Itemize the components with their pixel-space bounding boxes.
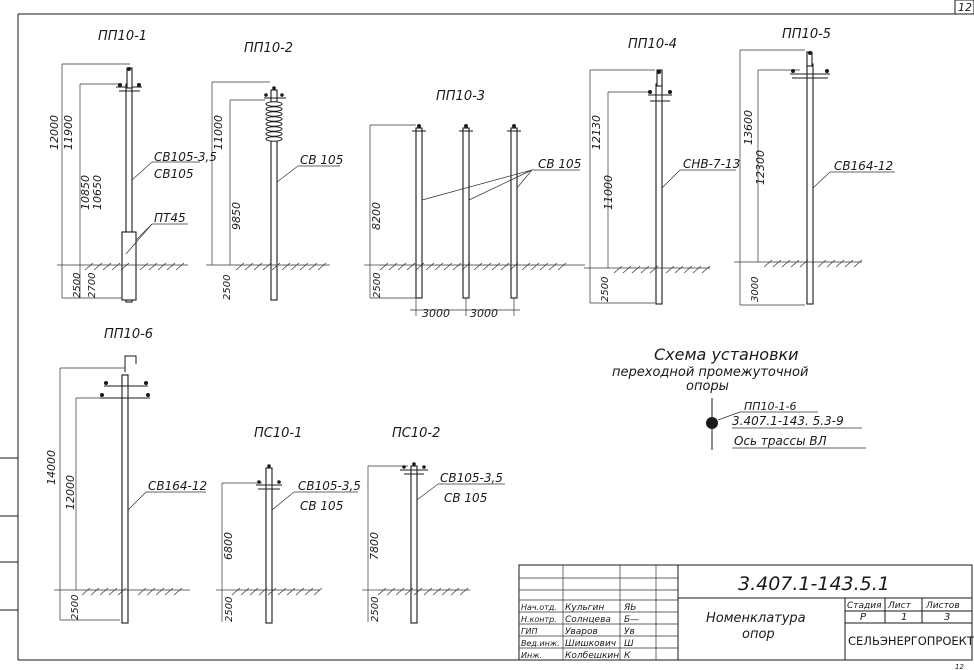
sign-role-4: Вед.инж. (521, 639, 560, 648)
support-pp10-1: ПП10-1 12000 11900 10850 10650 2500 2700… (48, 29, 217, 303)
pp10-6-dim-mid: 12000 (64, 475, 77, 510)
sheet-header: Лист (887, 601, 912, 611)
pp10-3-title: ПП10-3 (436, 89, 485, 104)
pp10-5-label: СВ164-12 (834, 159, 893, 173)
sign-mark-3: Ув (624, 627, 635, 637)
pp10-1-dim-bottom-a: 2500 (72, 273, 83, 298)
pp10-2-insulator-string (265, 101, 283, 142)
organization-name: СЕЛЬЭНЕРГОПРОЕКТ (848, 634, 974, 648)
pp10-1-label-3: ПТ45 (154, 211, 186, 225)
sheets-header: Листов (925, 601, 960, 611)
pp10-3-span-1: 3000 (422, 307, 450, 320)
sign-role-2: Н.контр. (521, 615, 557, 624)
sheet-value: 1 (901, 612, 907, 623)
pp10-4-title: ПП10-4 (628, 37, 677, 52)
ps10-1-dim-top: 6800 (222, 532, 235, 560)
ps10-2-label-1: СВ105-3,5 (440, 471, 503, 485)
pp10-5-dim-bottom: 3000 (750, 277, 761, 302)
scheme-label-2: 3.407.1-143. 5.3-9 (732, 414, 844, 428)
pp10-6-title: ПП10-6 (104, 327, 153, 342)
pp10-6-dim-bottom: 2500 (70, 595, 81, 620)
sign-name-5: Колбешкин (565, 651, 619, 661)
sign-role-1: Нач.отд. (521, 603, 557, 612)
document-code: 3.407.1-143.5.1 (738, 573, 890, 595)
support-ps10-2: ПС10-2 7800 2500 СВ105-3,5 СВ 105 (362, 426, 505, 624)
title-block: Нач.отд. Кульгин ЯЬ Н.контр. Солнцева Б—… (518, 564, 974, 661)
ps10-1-title: ПС10-1 (254, 426, 302, 441)
scheme-label-3: Ось трассы ВЛ (734, 434, 827, 448)
sign-name-3: Уваров (565, 627, 598, 637)
document-title-line-2: опор (742, 627, 775, 642)
pp10-2-title: ПП10-2 (244, 41, 293, 56)
sheets-value: 3 (944, 612, 950, 623)
pp10-6-dim-top: 14000 (45, 450, 58, 485)
ps10-1-label-2: СВ 105 (300, 499, 343, 513)
pp10-3-dim-bottom: 2500 (372, 273, 383, 298)
pp10-3-span-2: 3000 (470, 307, 498, 320)
installation-scheme: Схема установки переходной промежуточной… (612, 345, 866, 450)
stage-value: Р (860, 612, 867, 623)
support-pp10-6: ПП10-6 14000 12000 2500 СВ164-12 (45, 327, 207, 624)
ps10-2-title: ПС10-2 (392, 426, 440, 441)
scheme-title-line-1: Схема установки (654, 345, 799, 364)
sign-name-2: Солнцева (565, 615, 611, 625)
support-pp10-3: ПП10-3 8200 2500 3000 3000 СВ 105 (364, 89, 585, 320)
scheme-label-1: ПП10-1-6 (744, 400, 796, 413)
ps10-2-dim-bottom: 2500 (370, 597, 381, 622)
page-corner-number: 12 (955, 663, 964, 670)
scheme-title-line-3: опоры (686, 379, 729, 394)
pp10-1-dim-bottom-b: 2700 (87, 273, 98, 298)
sign-mark-1: ЯЬ (623, 603, 636, 613)
scheme-support-marker (706, 417, 718, 429)
sheet-corner-number: 12 (958, 1, 972, 14)
pp10-5-dim-mid: 12300 (754, 150, 767, 185)
ps10-1-label-1: СВ105-3,5 (298, 479, 361, 493)
support-pp10-4: ПП10-4 12130 11000 2500 СНВ-7-13 (584, 37, 740, 305)
pp10-4-label: СНВ-7-13 (683, 157, 740, 171)
pp10-3-label: СВ 105 (538, 157, 581, 171)
sign-role-3: ГИП (521, 627, 537, 636)
support-pp10-2: ПП10-2 11000 9850 2500 СВ 105 (206, 41, 343, 301)
pp10-5-title: ПП10-5 (782, 27, 831, 42)
sign-mark-2: Б— (624, 615, 639, 625)
pp10-4-dim-top: 12130 (590, 115, 603, 150)
document-title-line-1: Номенклатура (706, 611, 806, 626)
pp10-1-dim-outer: 12000 (48, 115, 61, 150)
pp10-4-dim-bottom: 2500 (600, 277, 611, 302)
sign-name-4: Шишкович (565, 639, 616, 649)
pp10-1-dim-inner: 11900 (62, 115, 75, 150)
pp10-2-dim-bottom: 2500 (222, 275, 233, 300)
support-pp10-5: ПП10-5 13600 12300 3000 СВ164-12 (734, 27, 895, 306)
sign-mark-5: К (624, 651, 631, 661)
pp10-3-dim-top: 8200 (370, 202, 383, 230)
support-ps10-1: ПС10-1 6800 2500 СВ105-3,5 СВ 105 (216, 426, 361, 624)
stage-header: Стадия (847, 601, 882, 611)
pp10-4-dim-mid: 11000 (602, 175, 615, 210)
pp10-1-label-1: СВ105-3,5 (154, 150, 217, 164)
pp10-1-dim-lower-a: 10850 (79, 175, 92, 210)
pp10-1-label-2: СВ105 (154, 167, 194, 181)
pp10-5-dim-top: 13600 (742, 110, 755, 145)
pp10-2-dim-mid: 9850 (230, 202, 243, 230)
sign-role-5: Инж. (521, 651, 542, 660)
ps10-2-label-2: СВ 105 (444, 491, 487, 505)
pp10-6-label: СВ164-12 (148, 479, 207, 493)
pp10-1-title: ПП10-1 (98, 29, 147, 44)
ps10-2-dim-top: 7800 (368, 532, 381, 560)
pp10-1-dim-lower-b: 10650 (91, 175, 104, 210)
pp10-2-label: СВ 105 (300, 153, 343, 167)
scheme-title-line-2: переходной промежуточной (612, 365, 808, 380)
pp10-2-dim-top: 11000 (212, 115, 225, 150)
sign-mark-4: Ш (624, 639, 634, 649)
sign-name-1: Кульгин (565, 603, 604, 613)
ps10-1-dim-bottom: 2500 (224, 597, 235, 622)
